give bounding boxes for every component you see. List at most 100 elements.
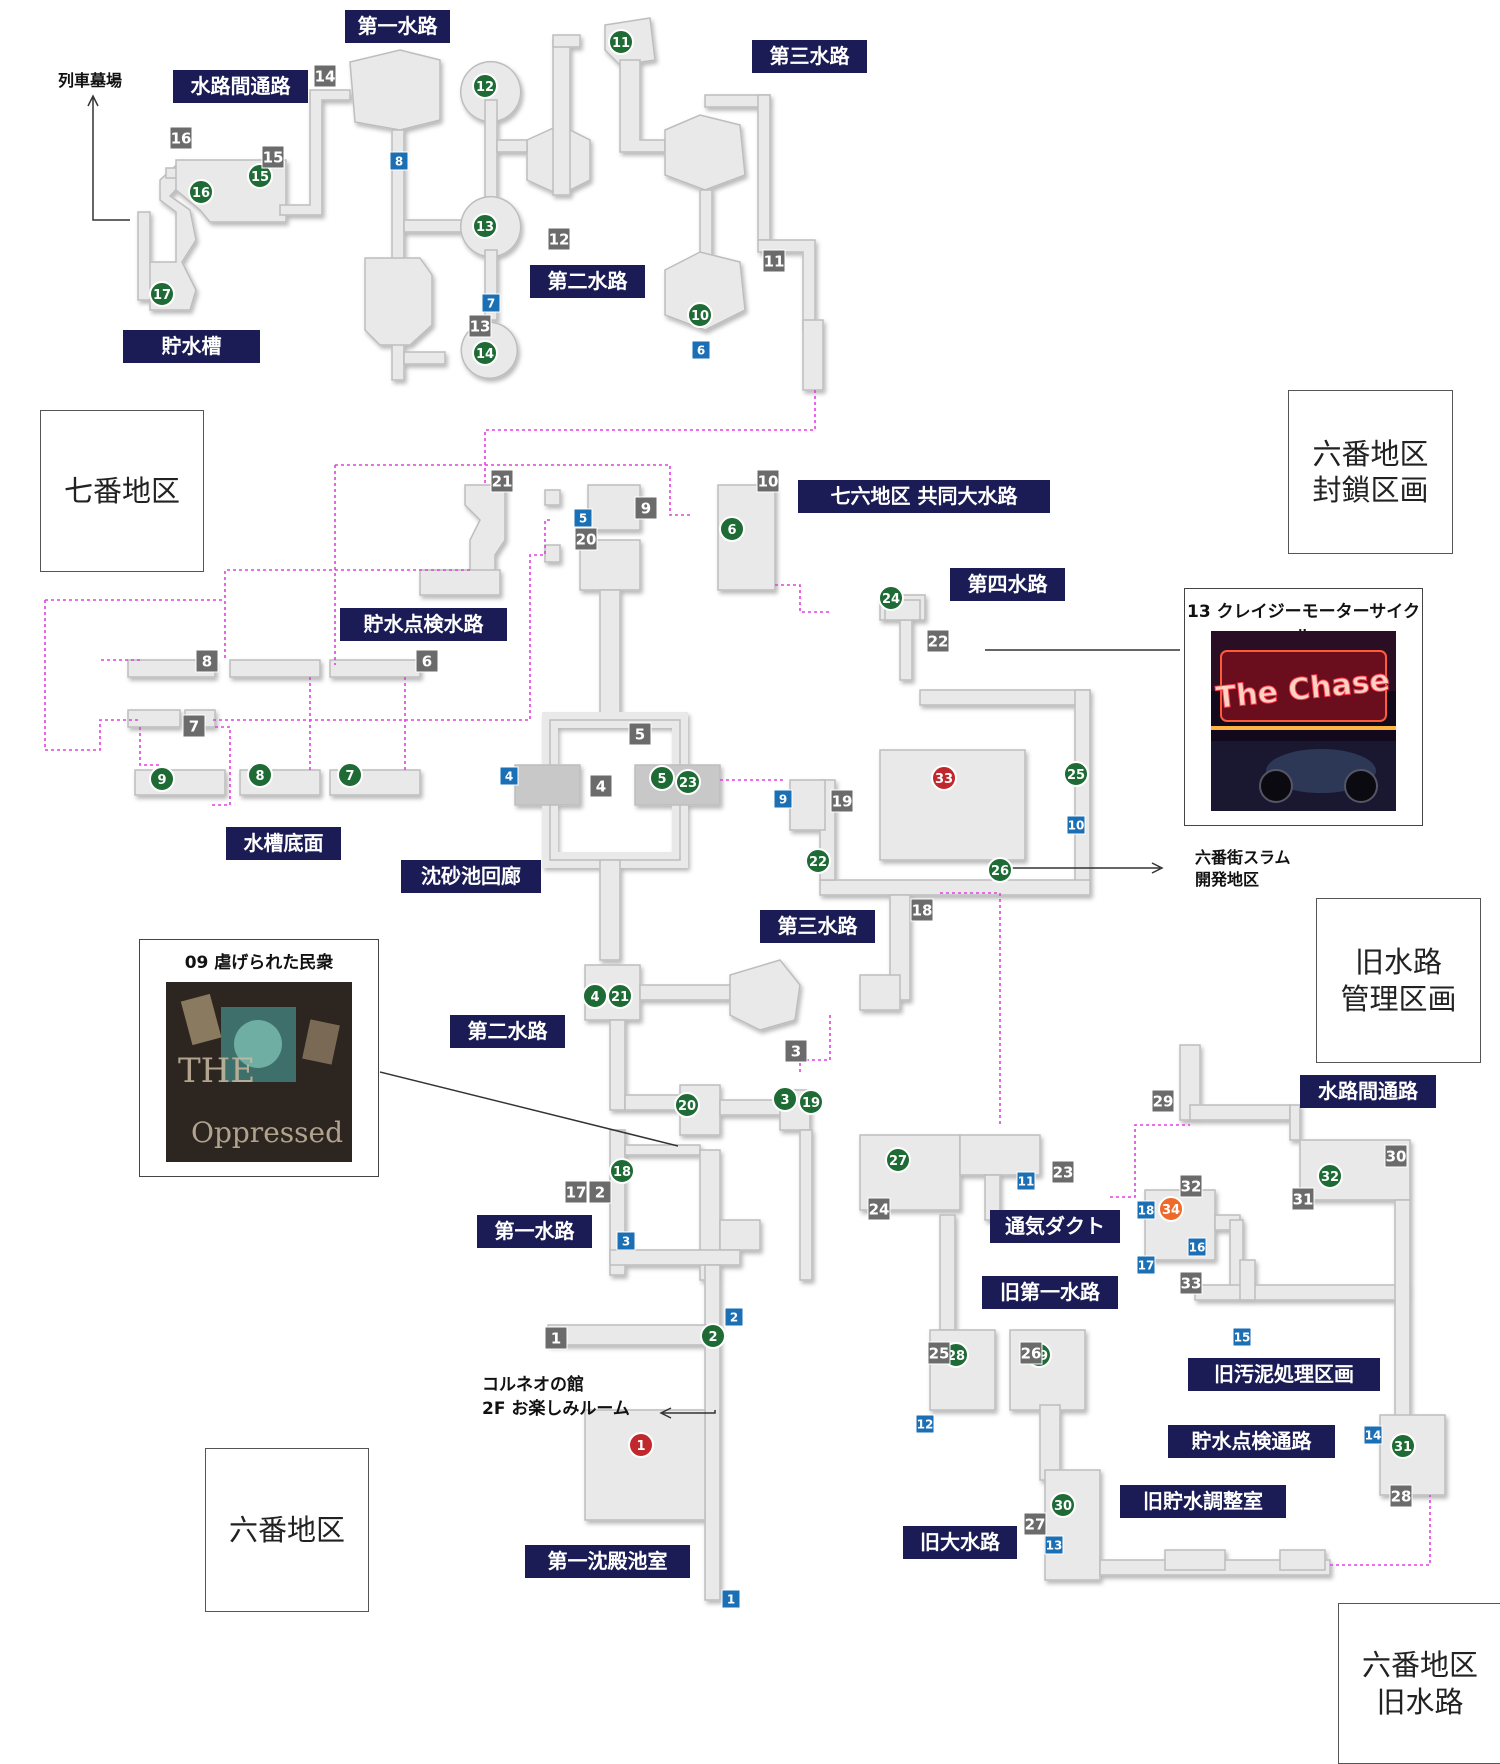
marker-number: 17: [1138, 1259, 1155, 1273]
marker-number: 25: [929, 1345, 950, 1363]
gate-marker-gray-20: 20: [574, 527, 598, 551]
item-marker-green-10: 10: [687, 302, 713, 328]
marker-number: 13: [476, 220, 494, 235]
arrow-head-left-icon: [659, 1407, 672, 1419]
gate-marker-gray-2: 2: [588, 1180, 612, 1204]
item-marker-green-21: 21: [607, 983, 633, 1009]
gate-marker-gray-12: 12: [547, 227, 571, 251]
marker-number: 28: [947, 1349, 965, 1364]
section-label-text: 旧貯水調整室: [1143, 1489, 1263, 1513]
item-marker-green-30: 30: [1050, 1492, 1076, 1518]
marker-number: 2: [595, 1184, 605, 1202]
door-marker-blue-3: 3: [616, 1231, 636, 1251]
door-marker-blue-16: 16: [1187, 1237, 1207, 1257]
section-label-dai2-suiro-top: 第二水路: [530, 265, 645, 298]
marker-number: 30: [1054, 1499, 1072, 1514]
marker-number: 31: [1394, 1440, 1412, 1455]
gate-marker-gray-19: 19: [830, 789, 854, 813]
marker-number: 20: [576, 531, 597, 549]
district-label-line: 六番地区: [1312, 436, 1429, 471]
section-label-text: 第四水路: [968, 572, 1049, 596]
exit-sector6-line1: 六番街スラム: [1195, 848, 1291, 867]
marker-number: 9: [157, 773, 166, 788]
section-label-suiro-kan-tsuro-right: 水路間通路: [1300, 1075, 1436, 1108]
gate-marker-gray-10: 10: [756, 469, 780, 493]
section-label-chosuiso: 貯水槽: [123, 330, 260, 363]
marker-number: 24: [882, 592, 900, 607]
marker-number: 20: [678, 1099, 696, 1114]
marker-number: 5: [579, 512, 587, 526]
marker-number: 7: [345, 769, 354, 784]
section-label-text: 貯水槽: [162, 334, 222, 358]
exit-sector6-line2: 開発地区: [1195, 870, 1260, 890]
door-marker-blue-10: 10: [1066, 815, 1086, 835]
marker-number: 22: [928, 633, 949, 651]
marker-number: 6: [422, 653, 432, 671]
marker-number: 2: [730, 1311, 738, 1325]
gate-marker-gray-24: 24: [867, 1197, 891, 1221]
marker-number: 11: [764, 253, 785, 271]
marker-number: 12: [917, 1418, 934, 1432]
item-marker-green-20: 20: [674, 1092, 700, 1118]
cover-text-the: THE: [178, 1051, 255, 1091]
item-marker-green-31: 31: [1390, 1433, 1416, 1459]
marker-number: 19: [802, 1096, 820, 1111]
item-marker-green-17: 17: [149, 281, 175, 307]
marker-number: 14: [476, 347, 494, 362]
connector-lines: [44, 390, 1431, 1566]
section-label-dai3-suiro-mid: 第三水路: [760, 910, 875, 943]
marker-number: 31: [1293, 1191, 1314, 1209]
gate-marker-gray-3: 3: [784, 1039, 808, 1063]
gate-marker-gray-27: 27: [1023, 1512, 1047, 1536]
marker-number: 1: [727, 1593, 735, 1607]
door-marker-blue-2: 2: [724, 1307, 744, 1327]
section-label-text: 水槽底面: [244, 831, 324, 855]
exit-sector6-development: 六番街スラム 開発地区: [1195, 847, 1291, 892]
section-label-nanaroku-kyodo: 七六地区 共同大水路: [798, 480, 1050, 513]
item-marker-green-16: 16: [188, 179, 214, 205]
music-card-crazy-motorcycle: 13 クレイジーモーターサイクル The Chase: [1184, 588, 1423, 826]
gate-marker-gray-30: 30: [1384, 1144, 1408, 1168]
marker-number: 4: [596, 778, 606, 796]
item-marker-green-19: 19: [798, 1089, 824, 1115]
marker-number: 15: [251, 170, 269, 185]
marker-number: 1: [636, 1439, 645, 1454]
item-marker-green-3: 3: [772, 1086, 798, 1112]
door-marker-blue-15: 15: [1232, 1327, 1252, 1347]
section-label-text: 旧汚泥処理区画: [1214, 1362, 1354, 1386]
section-label-text: 第二水路: [468, 1019, 549, 1043]
marker-number: 10: [758, 473, 779, 491]
section-label-text: 水路間通路: [1318, 1079, 1419, 1103]
marker-number: 33: [935, 772, 953, 787]
section-label-text: 貯水点検水路: [364, 612, 485, 636]
marker-number: 14: [315, 68, 336, 86]
door-marker-blue-4: 4: [499, 766, 519, 786]
gate-marker-gray-13: 13: [468, 314, 492, 338]
cover-text-oppressed: Oppressed: [191, 1116, 343, 1149]
neon-sign-image: The Chase: [1211, 631, 1396, 811]
gate-marker-gray-33: 33: [1179, 1271, 1203, 1295]
district-box-old-waterway-mgmt: 旧水路 管理区画: [1316, 898, 1481, 1063]
marker-number: 17: [566, 1184, 587, 1202]
item-marker-green-27: 27: [885, 1147, 911, 1173]
item-marker-green-15: 15: [247, 163, 273, 189]
marker-number: 8: [202, 653, 212, 671]
section-label-text: 第一水路: [358, 14, 439, 38]
exit-train-graveyard-text: 列車墓場: [58, 71, 123, 90]
gate-marker-gray-11: 11: [762, 249, 786, 273]
marker-number: 9: [641, 500, 651, 518]
marker-number: 5: [657, 772, 666, 787]
item-marker-green-18: 18: [609, 1158, 635, 1184]
district-box-sector6: 六番地区: [205, 1448, 369, 1612]
marker-number: 27: [1025, 1516, 1046, 1534]
district-box-sector6-blockade: 六番地区 封鎖区画: [1288, 390, 1453, 554]
marker-number: 7: [189, 718, 199, 736]
district-label-line: 封鎖区画: [1312, 473, 1429, 507]
section-label-chinsachi-kairo: 沈砂池回廊: [401, 860, 541, 893]
item-marker-green-32: 32: [1317, 1163, 1343, 1189]
gate-marker-gray-7: 7: [182, 714, 206, 738]
marker-number: 10: [691, 309, 709, 324]
item-marker-green-13: 13: [472, 213, 498, 239]
marker-number: 10: [1068, 819, 1085, 833]
